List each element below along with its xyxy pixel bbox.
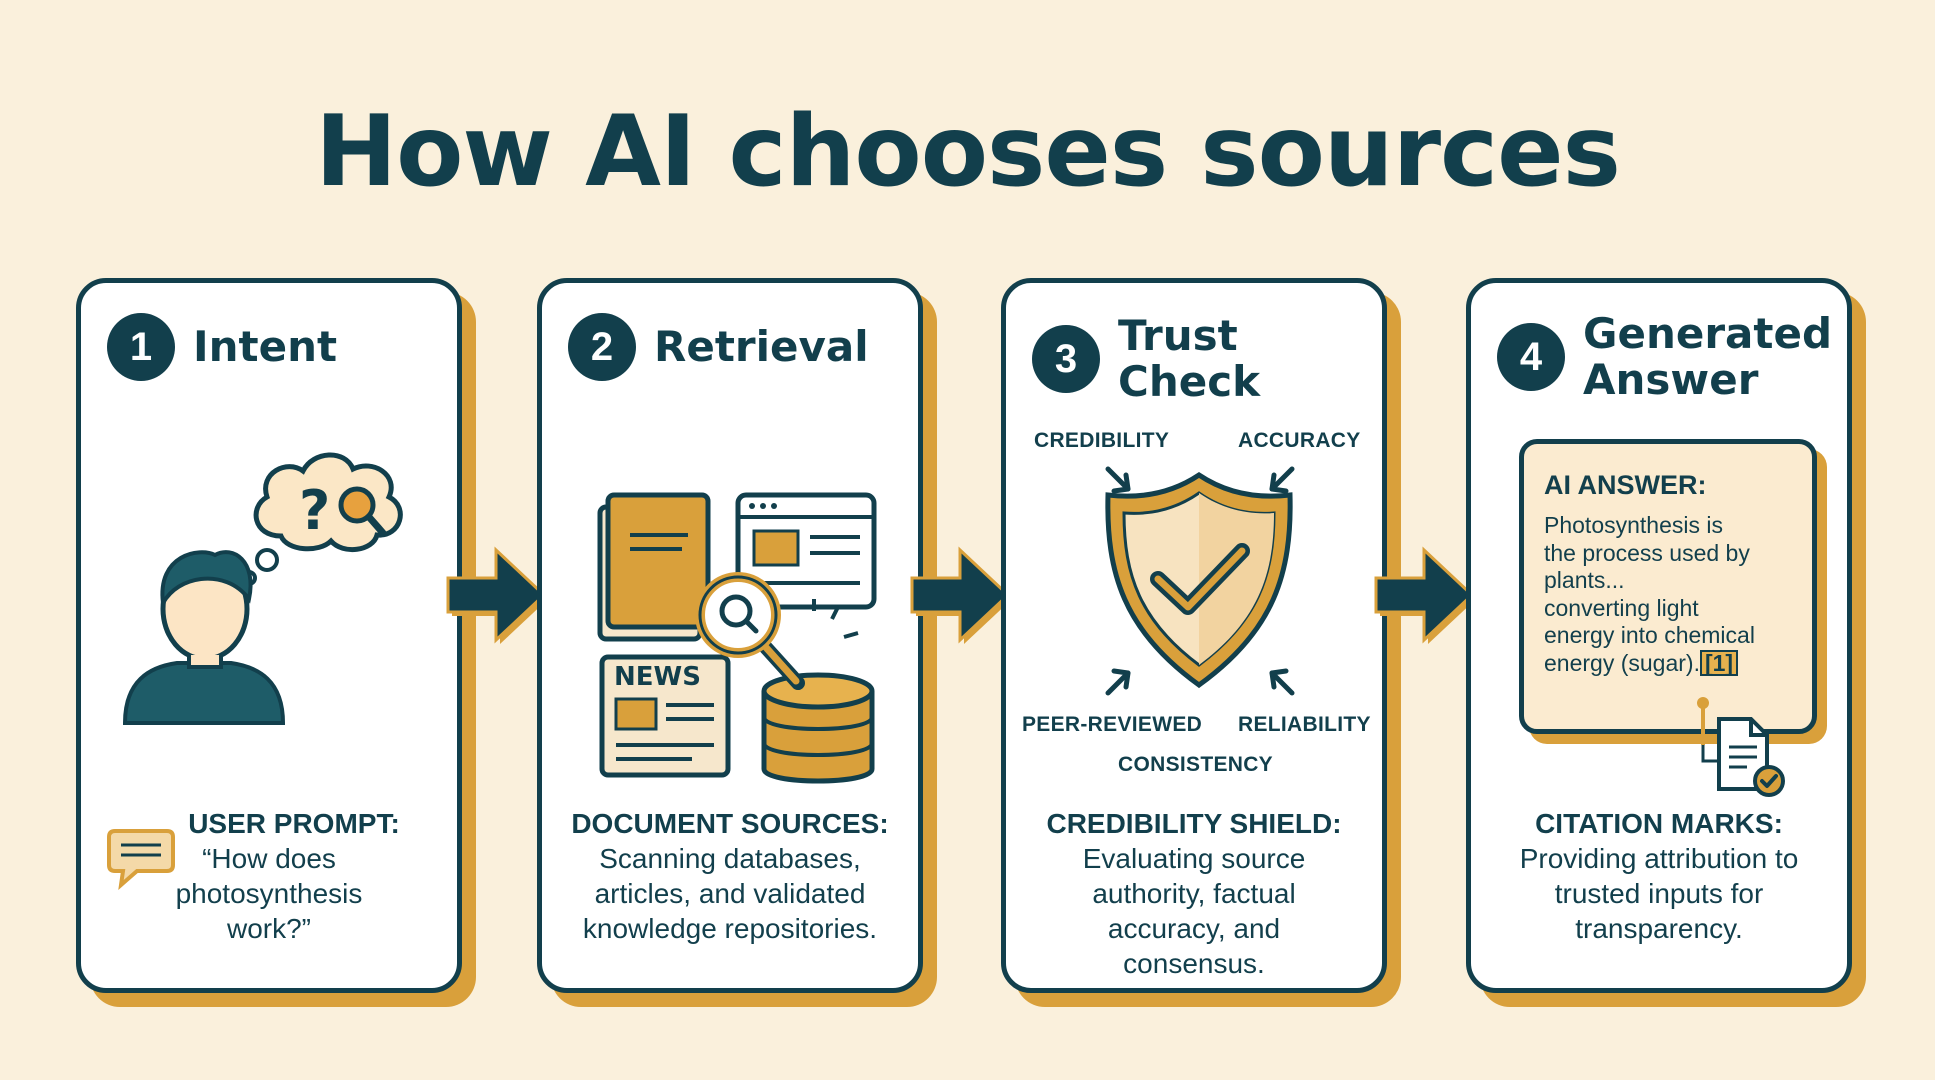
caption-body: Evaluating source authority, factual acc… bbox=[1082, 843, 1306, 979]
step-title-line: Generated bbox=[1583, 309, 1833, 358]
step-title: Retrieval bbox=[654, 321, 869, 371]
database-icon bbox=[761, 672, 875, 784]
step-title-line: Answer bbox=[1583, 355, 1759, 405]
step-number-badge: 1 bbox=[107, 313, 175, 381]
answer-line-last: energy (sugar).[1] bbox=[1544, 649, 1814, 678]
answer-line: Photosynthesis is bbox=[1544, 512, 1723, 538]
answer-line: converting light bbox=[1544, 594, 1699, 621]
flow-arrow-icon bbox=[910, 546, 1012, 644]
step-caption: CITATION MARKS: Providing attribution to… bbox=[1485, 806, 1833, 946]
flow-arrow-icon bbox=[446, 546, 548, 644]
step-title: Trust Check bbox=[1118, 311, 1261, 407]
newspaper-icon: NEWS bbox=[599, 654, 731, 778]
credibility-shield-illustration bbox=[1105, 466, 1295, 696]
step-title: Generated Answer bbox=[1583, 309, 1833, 405]
answer-line: the process used by bbox=[1544, 539, 1750, 566]
caption-heading: CREDIBILITY SHIELD: bbox=[1046, 808, 1342, 839]
step-header: 2 Retrieval bbox=[568, 313, 869, 381]
answer-line: energy into chemical bbox=[1544, 622, 1755, 648]
pointer-arrows-icon bbox=[1105, 466, 1295, 696]
shield-check-icon bbox=[1105, 471, 1293, 689]
magnifier-icon bbox=[695, 572, 859, 690]
flow-arrow-icon bbox=[1374, 546, 1476, 644]
caption-body: Scanning databases, articles, and valida… bbox=[582, 843, 878, 944]
question-mark-icon: ? bbox=[299, 479, 330, 542]
document-check-icon bbox=[1697, 697, 1785, 797]
caption-heading: CITATION MARKS: bbox=[1535, 808, 1783, 839]
thought-bubble-icon bbox=[241, 452, 403, 586]
step-card-trust-check: 3 Trust Check CREDIBILITY ACCURACY PEER-… bbox=[1001, 278, 1387, 993]
sources-illustration: NEWS bbox=[597, 492, 877, 784]
magnifier-icon bbox=[338, 486, 387, 537]
caption-heading: DOCUMENT SOURCES: bbox=[571, 808, 889, 839]
step-header: 4 Generated Answer bbox=[1497, 309, 1833, 405]
step-title: Intent bbox=[193, 321, 338, 371]
user-icon bbox=[122, 550, 286, 725]
label-peer-reviewed: PEER-REVIEWED bbox=[1022, 713, 1203, 736]
browser-window-icon bbox=[735, 492, 877, 610]
answer-text: Photosynthesis is the process used by pl… bbox=[1544, 512, 1814, 677]
chat-bubble-icon bbox=[107, 829, 175, 891]
label-credibility: CREDIBILITY bbox=[1034, 429, 1170, 452]
step-caption: CREDIBILITY SHIELD: Evaluating source au… bbox=[1020, 806, 1368, 981]
answer-line: energy (sugar). bbox=[1544, 649, 1700, 676]
page-title: How AI chooses sources bbox=[315, 95, 1621, 209]
step-card-generated-answer: 4 Generated Answer AI ANSWER: Photosynth… bbox=[1466, 278, 1852, 993]
ai-answer-box: AI ANSWER: Photosynthesis is the process… bbox=[1519, 439, 1817, 734]
citation-mark[interactable]: [1] bbox=[1699, 649, 1739, 676]
book-icon bbox=[597, 492, 711, 642]
step-card-intent: 1 Intent ? USER PROMPT: “How does bbox=[76, 278, 462, 993]
answer-line: plants... bbox=[1544, 567, 1625, 593]
user-thinking-illustration: ? bbox=[107, 452, 403, 891]
step-number-badge: 3 bbox=[1032, 325, 1100, 394]
news-label: NEWS bbox=[614, 662, 701, 692]
step-caption: DOCUMENT SOURCES: Scanning databases, ar… bbox=[556, 806, 904, 946]
label-accuracy: ACCURACY bbox=[1238, 429, 1361, 452]
answer-title: AI ANSWER: bbox=[1544, 470, 1707, 500]
step-header: 3 Trust Check bbox=[1032, 311, 1382, 407]
step-caption: USER PROMPT: “How does photosynthesis wo… bbox=[95, 806, 443, 946]
step-number-badge: 2 bbox=[568, 313, 636, 381]
label-reliability: RELIABILITY bbox=[1238, 713, 1371, 736]
label-consistency: CONSISTENCY bbox=[1118, 753, 1273, 776]
step-header: 1 Intent bbox=[107, 313, 337, 381]
caption-body: Providing attribution to trusted inputs … bbox=[1519, 843, 1799, 944]
step-card-retrieval: 2 Retrieval NEWS bbox=[537, 278, 923, 993]
step-number-badge: 4 bbox=[1497, 323, 1565, 392]
caption-body: “How does photosynthesis work?” bbox=[175, 843, 363, 944]
caption-heading: USER PROMPT: bbox=[188, 808, 400, 839]
